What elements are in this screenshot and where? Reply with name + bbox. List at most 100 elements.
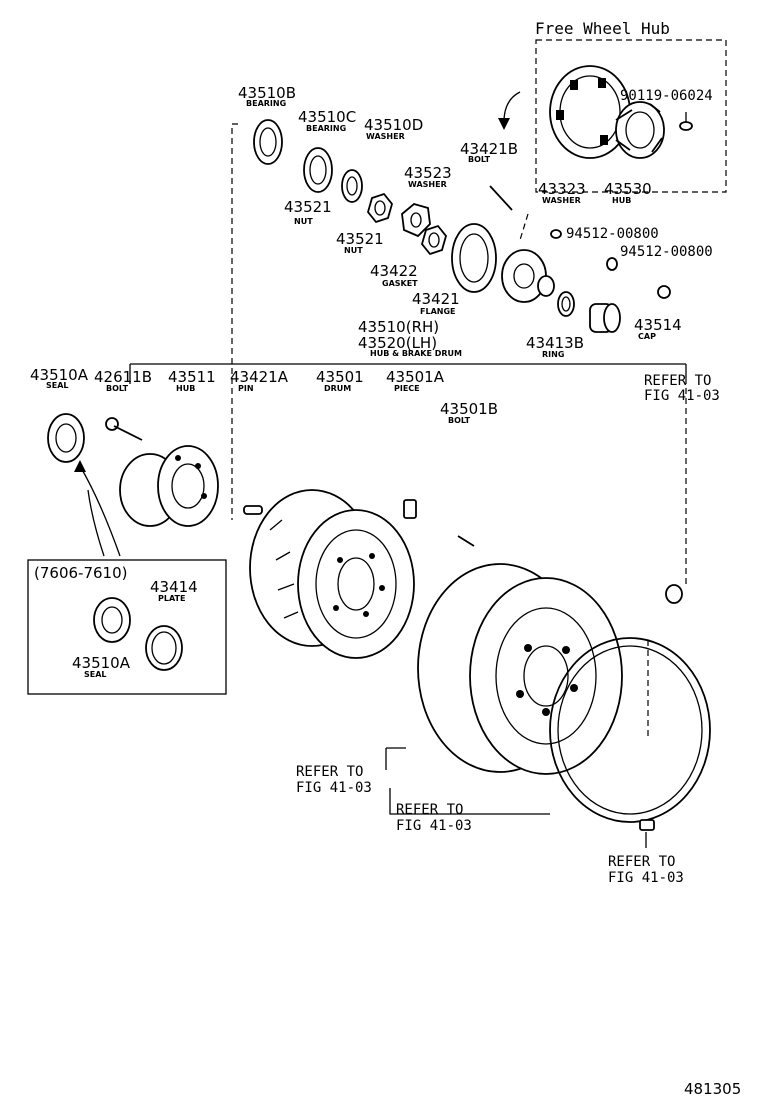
wheel-rim-drawing [417,563,623,775]
label-43510-rh: 43510(RH) [358,318,439,336]
label-43323: 43323 WASHER [538,180,586,205]
svg-text:43521: 43521 [336,230,384,248]
washer-43323-drawing [550,229,562,239]
svg-text:94512-00800: 94512-00800 [566,226,659,242]
label-43421: 43421 FLANGE [412,290,460,316]
label-43422: 43422 GASKET [370,262,418,288]
refer-fig-41-03-left: REFER TO FIG 41-03 [296,764,372,796]
svg-text:43421B: 43421B [460,140,518,158]
label-43520-lh: 43520(LH) HUB & BRAKE DRUM [358,334,462,358]
svg-text:43501B: 43501B [440,400,498,418]
label-94512-a: 94512-00800 [566,226,659,242]
refer-fig-41-03-top: REFER TO FIG 41-03 [644,373,720,404]
svg-text:REFER TO: REFER TO [396,802,463,818]
inset-7606-title: (7606-7610) [34,564,127,582]
svg-text:FIG 41-03: FIG 41-03 [644,388,720,404]
washer-43510d-drawing [341,169,363,203]
label-43501b: 43501B BOLT [440,400,498,425]
svg-text:43413B: 43413B [526,334,584,352]
hub-drum-bracket [129,363,687,384]
svg-text:43421A: 43421A [230,368,289,386]
free-wheel-hub-drawing [549,65,693,159]
svg-text:BOLT: BOLT [448,416,471,425]
label-43521-b: 43521 NUT [336,230,384,255]
label-43510a-inset: 43510A SEAL [72,654,131,679]
label-43421a: 43421A PIN [230,368,289,393]
svg-text:HUB & BRAKE DRUM: HUB & BRAKE DRUM [370,349,462,358]
nut-94512-b-drawing [657,285,671,299]
svg-text:BOLT: BOLT [468,155,491,164]
washer-43523-drawing [401,203,431,238]
svg-text:43521: 43521 [284,198,332,216]
svg-text:43510D: 43510D [364,116,423,134]
svg-text:BEARING: BEARING [246,99,286,108]
svg-text:WASHER: WASHER [542,196,581,205]
refer-fig-41-03-middle: REFER TO FIG 41-03 [396,802,472,834]
svg-text:RING: RING [542,350,564,359]
svg-text:PIN: PIN [238,384,254,393]
svg-text:SEAL: SEAL [46,381,69,390]
svg-text:90119-06024: 90119-06024 [620,88,713,104]
svg-text:FIG 41-03: FIG 41-03 [396,818,472,834]
bolt-42611b-drawing [105,417,143,441]
svg-text:43520(LH): 43520(LH) [358,334,437,352]
label-43421b: 43421B BOLT [460,140,518,164]
install-arrow [503,91,521,123]
svg-text:43510A: 43510A [30,366,89,384]
figure-number: 481305 [684,1080,741,1098]
svg-text:43510A: 43510A [72,654,131,672]
svg-text:43510(RH): 43510(RH) [358,318,439,336]
bearing-43510b-drawing [253,119,283,165]
svg-text:43422: 43422 [370,262,418,280]
svg-text:43514: 43514 [634,316,682,334]
svg-text:43421: 43421 [412,290,460,308]
svg-text:43414: 43414 [150,578,198,596]
svg-text:HUB: HUB [176,384,195,393]
svg-text:HUB: HUB [612,196,631,205]
nut-43521b-drawing [421,224,447,256]
bearing-43510c-drawing [303,147,333,193]
svg-text:WASHER: WASHER [408,180,447,189]
valve-drawing [639,819,655,831]
bolt-43421b-drawing [489,185,513,211]
svg-text:SEAL: SEAL [84,670,107,679]
svg-text:FLANGE: FLANGE [420,307,455,316]
svg-text:CAP: CAP [638,332,656,341]
label-94512-b: 94512-00800 [620,244,713,260]
label-43413b: 43413B RING [526,334,584,359]
label-43510d: 43510D WASHER [364,116,423,141]
svg-text:DRUM: DRUM [324,384,351,393]
label-43530: 43530 HUB [604,180,652,205]
svg-text:43323: 43323 [538,180,586,198]
refer-fig-41-03-bottom: REFER TO FIG 41-03 [608,854,684,886]
svg-text:NUT: NUT [344,246,363,255]
svg-text:FIG 41-03: FIG 41-03 [608,870,684,886]
flange-43421-drawing [501,249,555,303]
label-43511: 43511 HUB [168,368,216,393]
label-43523: 43523 WASHER [404,164,452,189]
svg-text:BEARING: BEARING [306,124,346,133]
label-43510b: 43510B BEARING [238,84,296,108]
bolt-43501b-drawing [457,535,475,547]
label-42611b: 42611B BOLT [94,368,152,393]
svg-text:REFER TO: REFER TO [644,373,711,389]
nut-43521-drawing [367,192,393,224]
lock-ring-drawing [549,637,711,823]
svg-text:43530: 43530 [604,180,652,198]
svg-text:REFER TO: REFER TO [296,764,363,780]
svg-text:42611B: 42611B [94,368,152,386]
svg-text:NUT: NUT [294,217,313,226]
brake-drum-43501-drawing [249,489,415,659]
nut-94512-a-drawing [606,257,618,271]
svg-text:GASKET: GASKET [382,279,418,288]
inset-title: Free Wheel Hub [535,19,670,38]
label-43521: 43521 NUT [284,198,332,226]
svg-text:43523: 43523 [404,164,452,182]
inset-7606-7610: (7606-7610) [27,559,227,695]
svg-text:FIG 41-03: FIG 41-03 [296,780,372,796]
svg-text:94512-00800: 94512-00800 [620,244,713,260]
label-43501a: 43501A PIECE [386,368,445,393]
label-90119-06024: 90119-06024 [620,88,713,104]
seal-43510a-drawing [47,413,85,463]
